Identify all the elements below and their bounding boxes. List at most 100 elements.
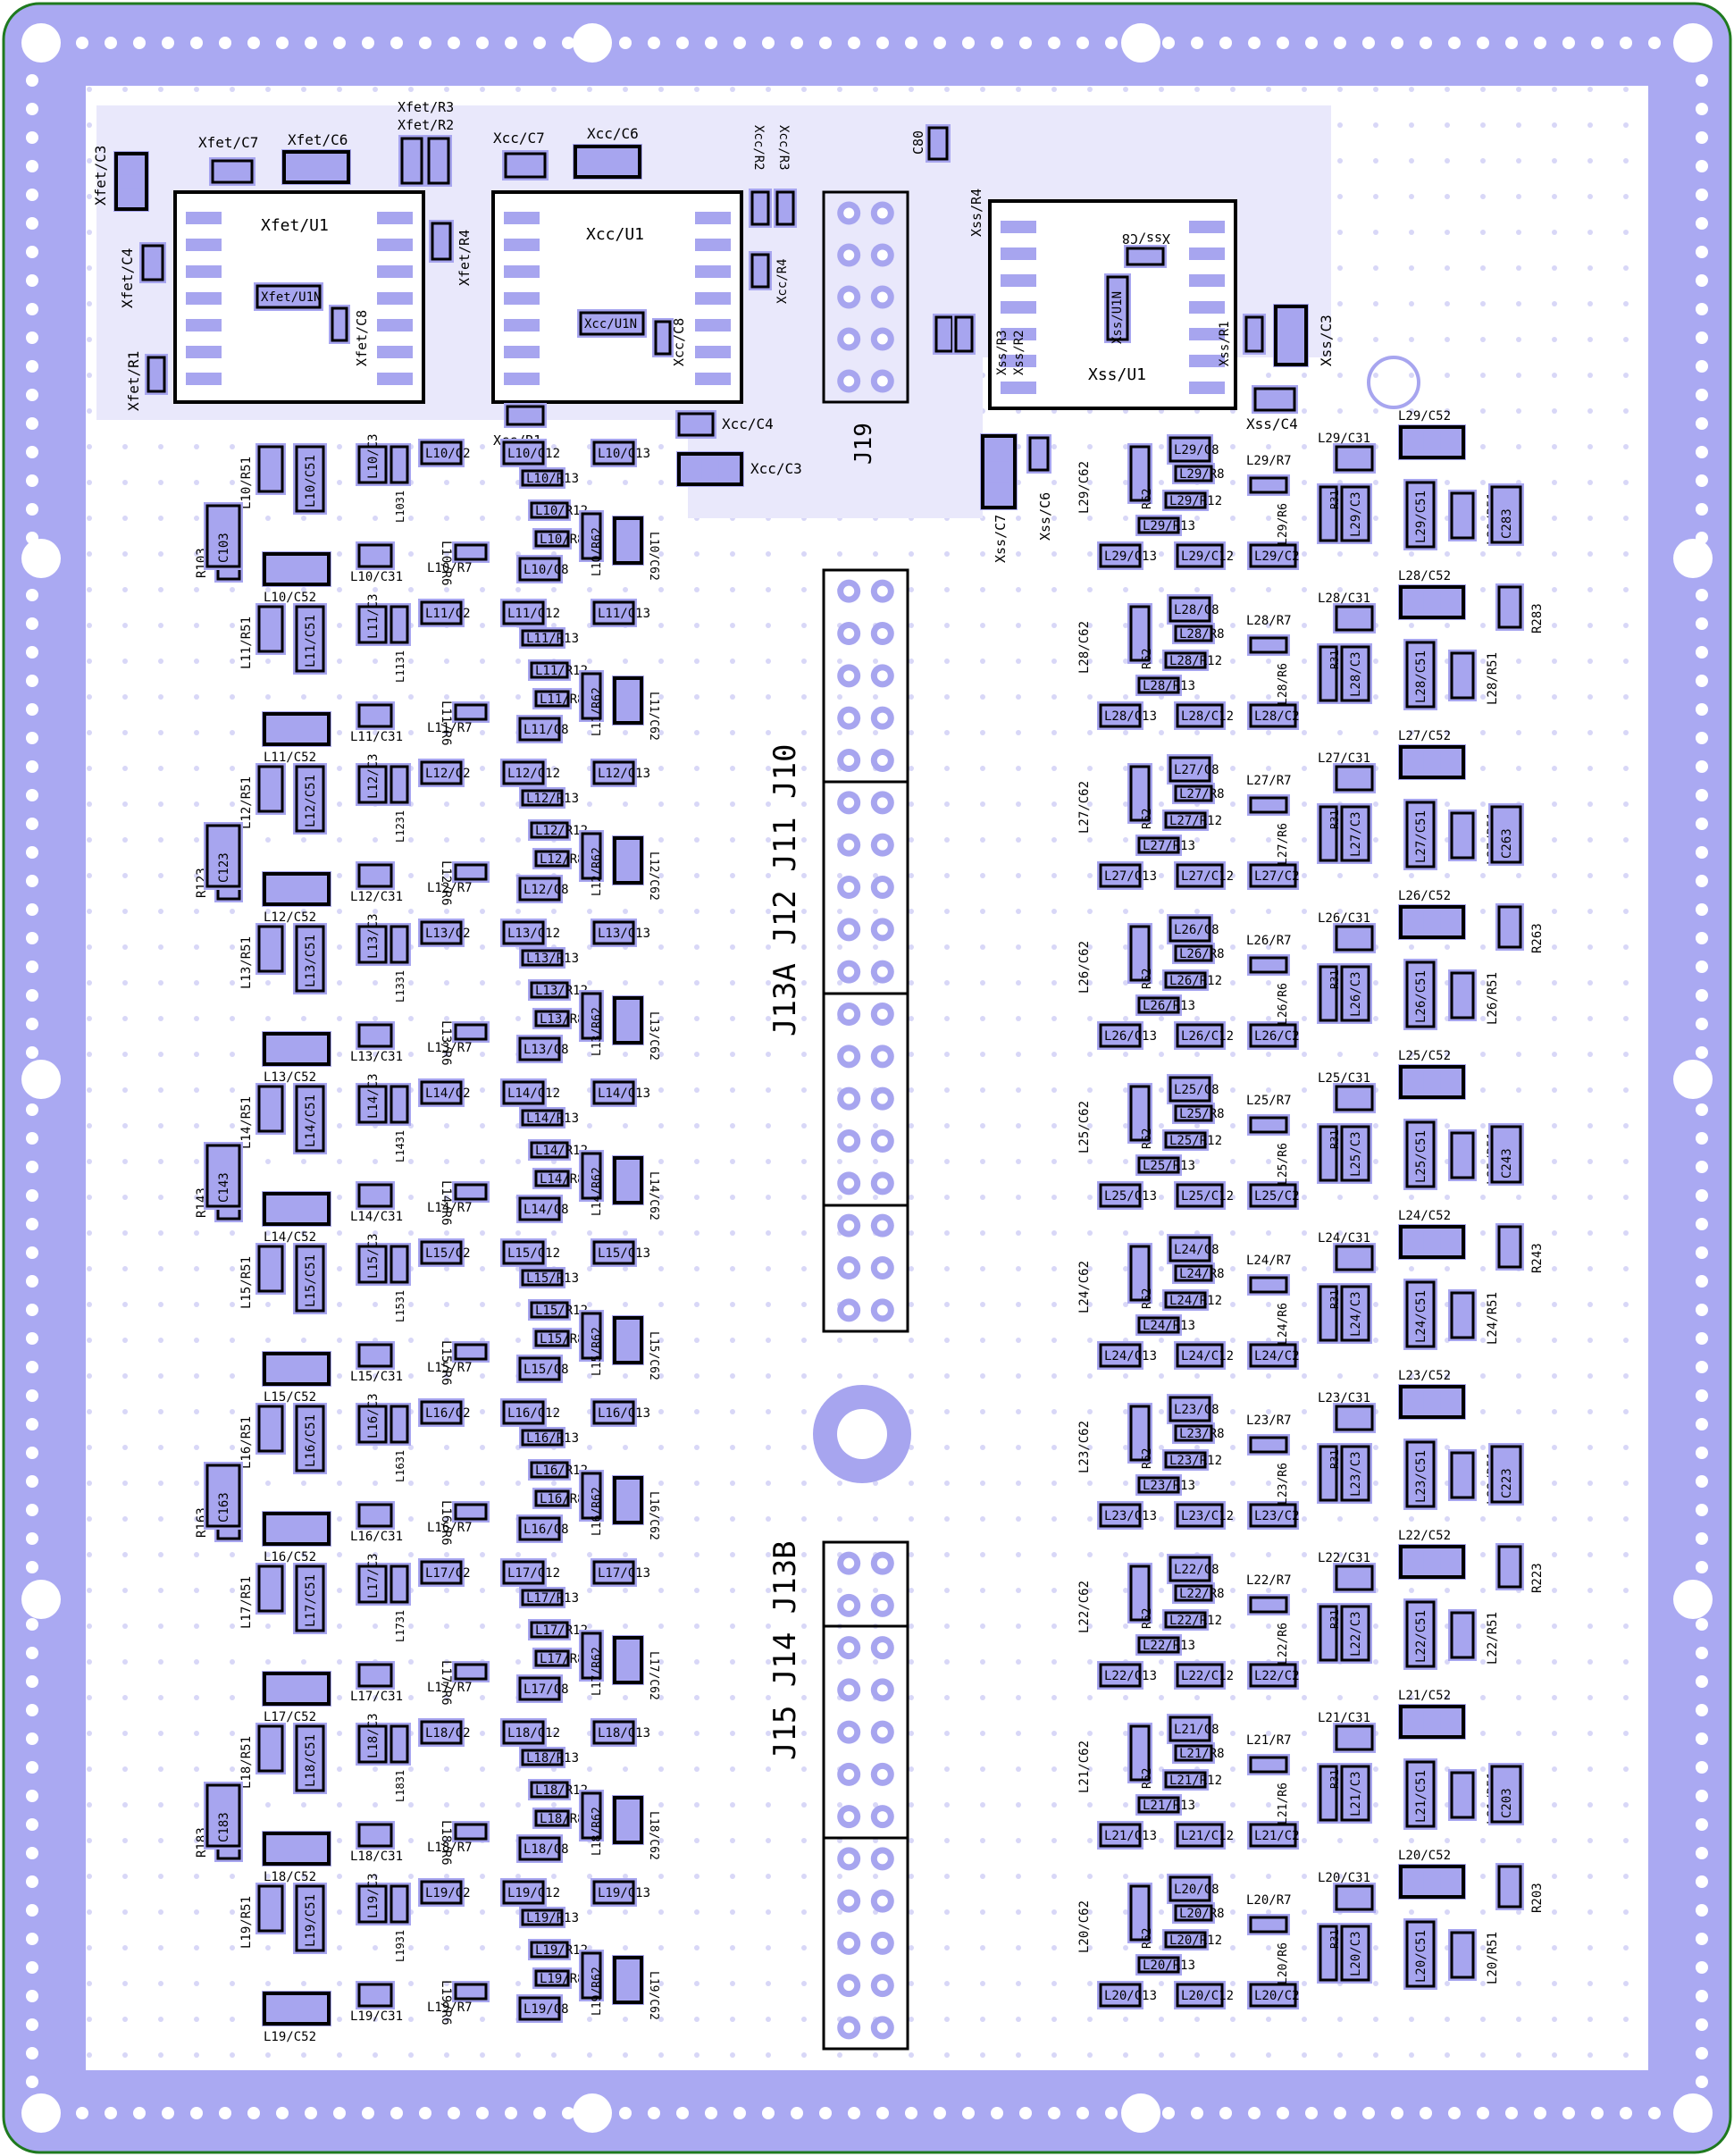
frame-hole bbox=[133, 37, 146, 49]
part-c3: L23/C3 bbox=[1338, 1443, 1372, 1504]
silk-label: L18/R62 bbox=[591, 1807, 604, 1856]
ic-pin bbox=[186, 373, 222, 385]
component-outline bbox=[295, 765, 325, 833]
component-outline bbox=[581, 512, 602, 560]
component-label: L28/C2 bbox=[1254, 709, 1300, 724]
component-label: L11/C8 bbox=[524, 723, 569, 737]
frame-hole bbox=[1696, 1933, 1708, 1945]
component-outline bbox=[1169, 1875, 1211, 1902]
silk-label: L14/R51 bbox=[239, 1096, 254, 1149]
mounting-hole bbox=[1673, 23, 1713, 63]
frame-hole bbox=[1696, 1475, 1708, 1488]
header-outline bbox=[822, 190, 909, 404]
part-r13: L21/R13 bbox=[1135, 1794, 1195, 1816]
component-label: L29/C12 bbox=[1181, 549, 1234, 564]
component-outline bbox=[775, 190, 795, 226]
header-pin-hole bbox=[876, 1263, 888, 1273]
part-r12: L14/R12 bbox=[528, 1139, 588, 1161]
frame-hole bbox=[1696, 617, 1708, 630]
part-r51 bbox=[1448, 490, 1477, 541]
ic-pin bbox=[1189, 274, 1225, 287]
component-label: L10/C51 bbox=[304, 455, 318, 508]
component-label: C163 bbox=[217, 1492, 231, 1523]
ic-pin bbox=[1189, 221, 1225, 233]
frame-hole bbox=[26, 103, 38, 115]
header-outline bbox=[822, 1540, 909, 2051]
component-label: L27/R8 bbox=[1179, 787, 1225, 801]
component-pad bbox=[1338, 803, 1372, 864]
frame-hole bbox=[26, 1618, 38, 1631]
component-outline bbox=[1340, 1125, 1370, 1182]
silk-label: L12/C31 bbox=[350, 890, 403, 904]
silk-label: L17/R6 bbox=[439, 1660, 453, 1706]
capacitor-pad-a bbox=[1406, 1392, 1424, 1412]
component-outline bbox=[521, 1269, 564, 1287]
part-r62 bbox=[579, 830, 604, 882]
header-pin-hole bbox=[876, 1811, 888, 1823]
ic-pin bbox=[1001, 274, 1036, 287]
component-pad bbox=[293, 443, 327, 515]
silk-label: R62 bbox=[1141, 969, 1154, 989]
silk-label: L10/C31 bbox=[350, 570, 403, 584]
frame-hole bbox=[533, 37, 546, 49]
capacitor-pad-b bbox=[620, 1984, 636, 1997]
component-outline bbox=[1169, 1236, 1211, 1263]
part-r8: L21/R8 bbox=[1172, 1742, 1225, 1764]
part-r31 bbox=[1317, 1923, 1340, 1984]
component-label: L23/R8 bbox=[1179, 1427, 1225, 1441]
component-pad bbox=[1403, 959, 1437, 1030]
silk-label: L18/R51 bbox=[239, 1736, 254, 1789]
component-outline bbox=[390, 445, 409, 484]
component-pad bbox=[293, 1083, 327, 1154]
header-pin-hole bbox=[843, 585, 855, 597]
component-label: L15/R12 bbox=[535, 1304, 588, 1318]
component-outline bbox=[357, 605, 388, 644]
capacitor-outline bbox=[1399, 905, 1465, 939]
silk-label: R31 bbox=[1328, 1129, 1341, 1149]
xfet-r4 bbox=[429, 220, 454, 263]
frame-hole bbox=[26, 1504, 38, 1516]
frame-hole bbox=[1696, 217, 1708, 230]
component-pad bbox=[1338, 483, 1372, 544]
component-pad bbox=[1167, 1234, 1213, 1264]
part-r51 bbox=[255, 1563, 286, 1615]
header-pin-hole bbox=[876, 585, 888, 597]
component-outline bbox=[141, 244, 164, 281]
frame-hole bbox=[1696, 1618, 1708, 1631]
capacitor-outline bbox=[613, 1476, 643, 1524]
part-r12: L23/R12 bbox=[1162, 1449, 1222, 1471]
frame-hole bbox=[1648, 37, 1661, 49]
component-pad bbox=[255, 1403, 286, 1455]
component-outline bbox=[581, 1472, 602, 1520]
part-c12: L28/C12 bbox=[1174, 701, 1234, 730]
component-label: L22/C12 bbox=[1181, 1669, 1234, 1683]
ic-pin bbox=[377, 373, 413, 385]
part-c12: L29/C12 bbox=[1174, 541, 1234, 570]
component-outline bbox=[420, 440, 463, 466]
silk-label: L11/R51 bbox=[239, 617, 254, 669]
silk-label: L27/C62 bbox=[1077, 781, 1092, 834]
component-label: L24/C2 bbox=[1254, 1349, 1300, 1363]
part-c51: L21/C51 bbox=[1403, 1758, 1437, 1830]
component-outline bbox=[534, 1330, 570, 1347]
frame-hole bbox=[26, 160, 38, 172]
part-c13: L26/C13 bbox=[1097, 1021, 1157, 1050]
component-outline bbox=[592, 1400, 635, 1425]
part-c52 bbox=[1398, 424, 1466, 460]
frame-hole bbox=[848, 2107, 860, 2119]
part-c13: L28/C13 bbox=[1097, 701, 1157, 730]
header-pin-hole bbox=[876, 1726, 888, 1738]
frame-hole bbox=[676, 2107, 689, 2119]
frame-hole bbox=[26, 1361, 38, 1373]
frame-hole bbox=[1019, 2107, 1032, 2119]
capacitor-outline bbox=[613, 1316, 643, 1364]
part-r12: L11/R12 bbox=[528, 659, 588, 681]
part-r62 bbox=[1127, 1563, 1152, 1623]
silk-label: L1331 bbox=[394, 970, 406, 1002]
component-label: L18/C12 bbox=[507, 1726, 560, 1741]
component-outline bbox=[390, 765, 409, 804]
component-outline bbox=[1176, 863, 1224, 888]
silk-label: L24/C62 bbox=[1077, 1261, 1092, 1313]
part-c3: L10/C3 bbox=[356, 433, 390, 486]
